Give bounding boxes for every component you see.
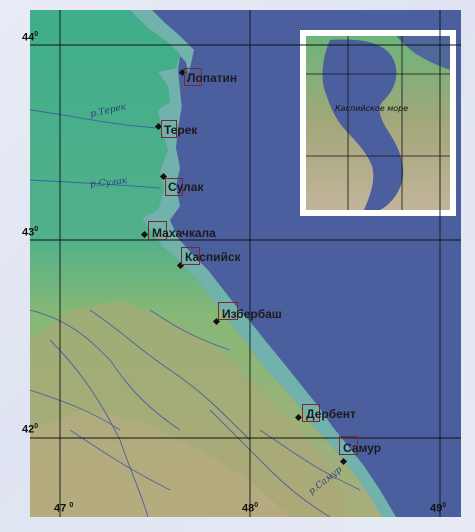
city-label-sulak[interactable]: Сулак — [168, 180, 204, 194]
map-frame: Каспийское море р.Терек р.Сулак р.Самур … — [22, 10, 461, 517]
mountains — [30, 300, 350, 517]
city-label-makhachkala[interactable]: Махачкала — [152, 226, 216, 240]
map-canvas[interactable] — [30, 10, 461, 517]
longitude-label-47: 47 0 — [54, 502, 74, 515]
longitude-label-49: 490 — [430, 502, 447, 515]
inset-map — [300, 30, 456, 216]
city-box-izberbash — [218, 302, 238, 320]
inset-caspian-label: Каспийское море — [335, 104, 409, 113]
city-label-kaspiysk[interactable]: Каспийск — [185, 250, 241, 264]
city-box-sulak — [165, 178, 183, 196]
coordinate-grid — [30, 10, 461, 517]
latitude-label-44: 440 — [22, 31, 39, 44]
city-box-makhachkala — [148, 221, 167, 240]
city-label-samur[interactable]: Самур — [343, 441, 382, 455]
river-network — [30, 109, 361, 517]
latitude-label-43: 430 — [22, 226, 39, 239]
city-label-izberbash[interactable]: Избербаш — [222, 307, 282, 321]
mountains-high — [30, 410, 290, 517]
city-box-derbent — [302, 404, 320, 422]
city-box-lopatin — [184, 68, 202, 86]
city-box-kaspiysk — [181, 247, 200, 265]
city-box-samur — [339, 436, 358, 455]
coastal-shelf — [130, 10, 396, 517]
city-box-terek — [161, 120, 177, 138]
latitude-label-42: 420 — [22, 423, 39, 436]
city-label-terek[interactable]: Терек — [164, 123, 198, 137]
city-label-lopatin[interactable]: Лопатин — [187, 71, 238, 85]
longitude-label-48: 480 — [242, 502, 259, 515]
city-label-derbent[interactable]: Дербент — [306, 407, 356, 421]
